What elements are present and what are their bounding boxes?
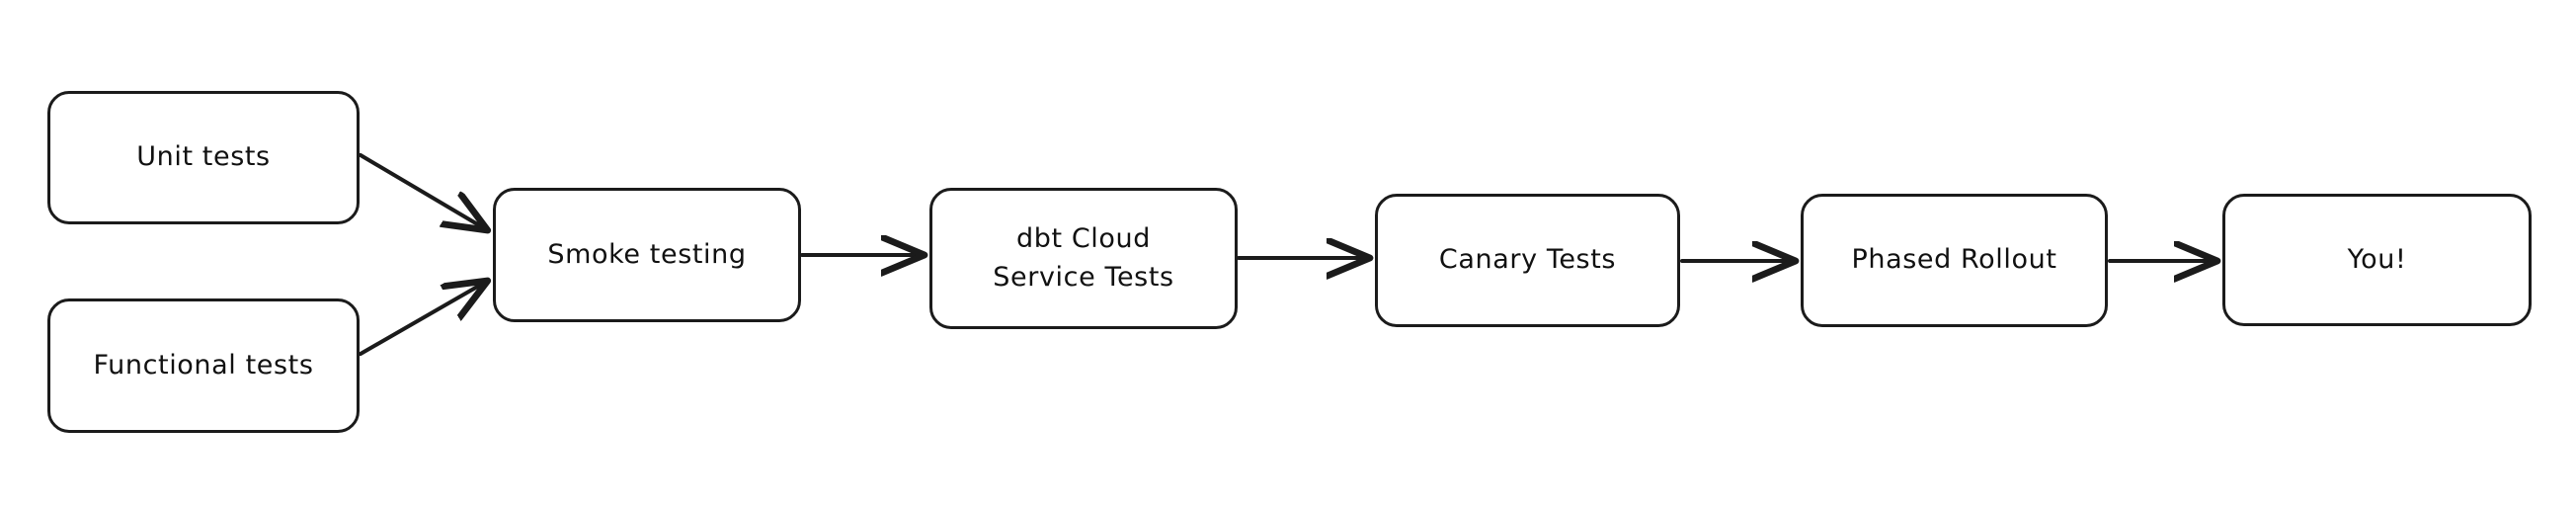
node-dbt-cloud-service-tests[interactable]: dbt Cloud Service Tests [929,188,1238,329]
node-dbt-cloud-service-tests-label: dbt Cloud Service Tests [993,223,1174,293]
node-canary-tests[interactable]: Canary Tests [1375,194,1680,327]
node-canary-tests-label: Canary Tests [1438,244,1617,276]
node-phased-rollout-label: Phased Rollout [1851,244,2057,276]
edge-unit-tests-to-smoke-testing [359,153,486,229]
node-you[interactable]: You! [2222,194,2532,326]
node-smoke-testing[interactable]: Smoke testing [493,188,801,322]
node-unit-tests-label: Unit tests [136,141,271,173]
node-unit-tests[interactable]: Unit tests [47,91,360,224]
node-functional-tests[interactable]: Functional tests [47,298,360,433]
node-smoke-testing-label: Smoke testing [547,238,747,270]
edge-functional-tests-to-smoke-testing [359,282,486,356]
node-you-label: You! [2347,243,2407,275]
node-phased-rollout[interactable]: Phased Rollout [1801,194,2108,327]
node-functional-tests-label: Functional tests [93,349,314,381]
